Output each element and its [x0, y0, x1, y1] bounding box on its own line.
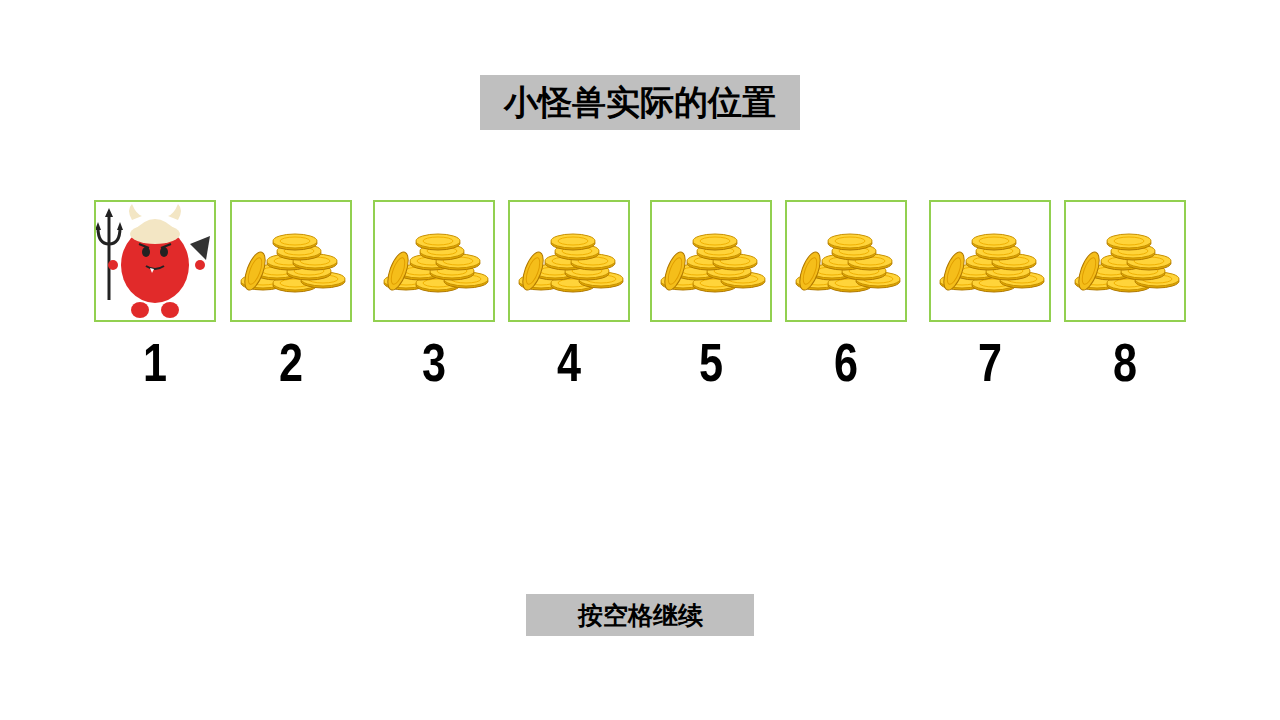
slot-frame — [230, 200, 352, 322]
position-number: 7 — [941, 332, 1039, 392]
slot-box: 2 — [230, 200, 352, 392]
position-number: 5 — [662, 332, 760, 392]
position-number: 3 — [385, 332, 483, 392]
position-number: 2 — [242, 332, 340, 392]
button-text: 按空格继续 — [578, 599, 703, 632]
position-number: 6 — [797, 332, 895, 392]
slot-box: 3 — [373, 200, 495, 392]
slot-frame — [650, 200, 772, 322]
continue-button: 按空格继续 — [526, 594, 754, 636]
title-text: 小怪兽实际的位置 — [494, 81, 786, 124]
slot-box: 5 — [650, 200, 772, 392]
slot-frame — [785, 200, 907, 322]
coin-piles — [241, 234, 1179, 293]
slot-frame — [929, 200, 1051, 322]
slot-box: 6 — [785, 200, 907, 392]
position-number: 1 — [106, 332, 204, 392]
slot-box: 4 — [508, 200, 630, 392]
monster — [95, 204, 210, 318]
slot-frame — [94, 200, 216, 322]
slot-box: 7 — [929, 200, 1051, 392]
slot-box: 8 — [1064, 200, 1186, 392]
slot-frame — [373, 200, 495, 322]
slot-frame — [508, 200, 630, 322]
position-number: 8 — [1076, 332, 1174, 392]
slot-frame — [1064, 200, 1186, 322]
slot-box: 1 — [94, 200, 216, 392]
title-box: 小怪兽实际的位置 — [480, 75, 800, 130]
position-number: 4 — [520, 332, 618, 392]
